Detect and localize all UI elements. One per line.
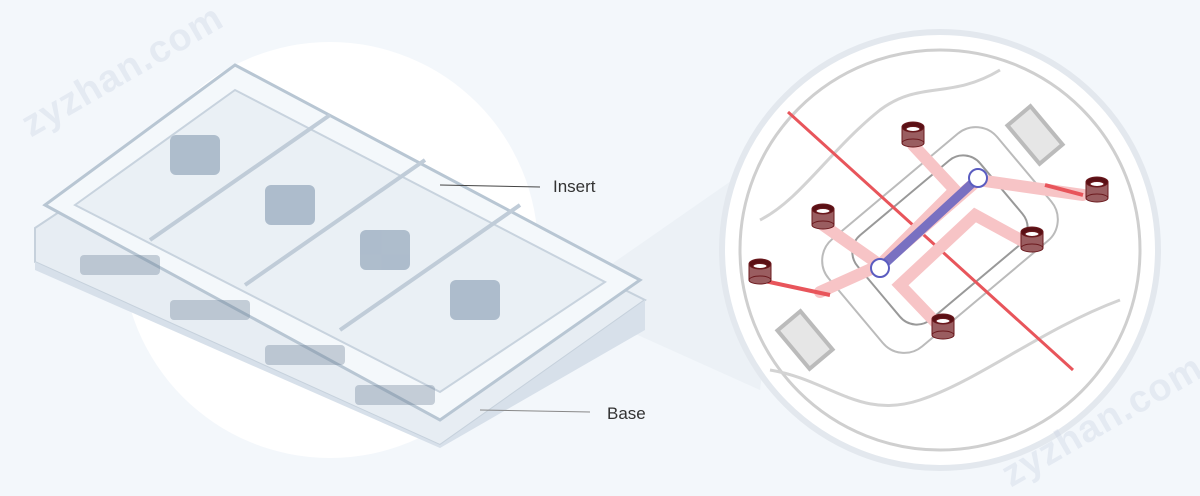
insert-label: Insert [553,177,596,196]
chip-detail-circle [719,29,1161,471]
insert-leader-line [439,184,541,188]
base-label: Base [607,404,646,423]
device-illustration [34,29,1161,471]
red-membrane-line [786,110,1075,372]
pillar-bottom [774,308,836,372]
culture-plate [34,63,647,448]
wells [748,121,1109,340]
blue-channel [876,174,982,272]
pillar-top [1004,103,1066,167]
base-leader-line [479,409,591,413]
